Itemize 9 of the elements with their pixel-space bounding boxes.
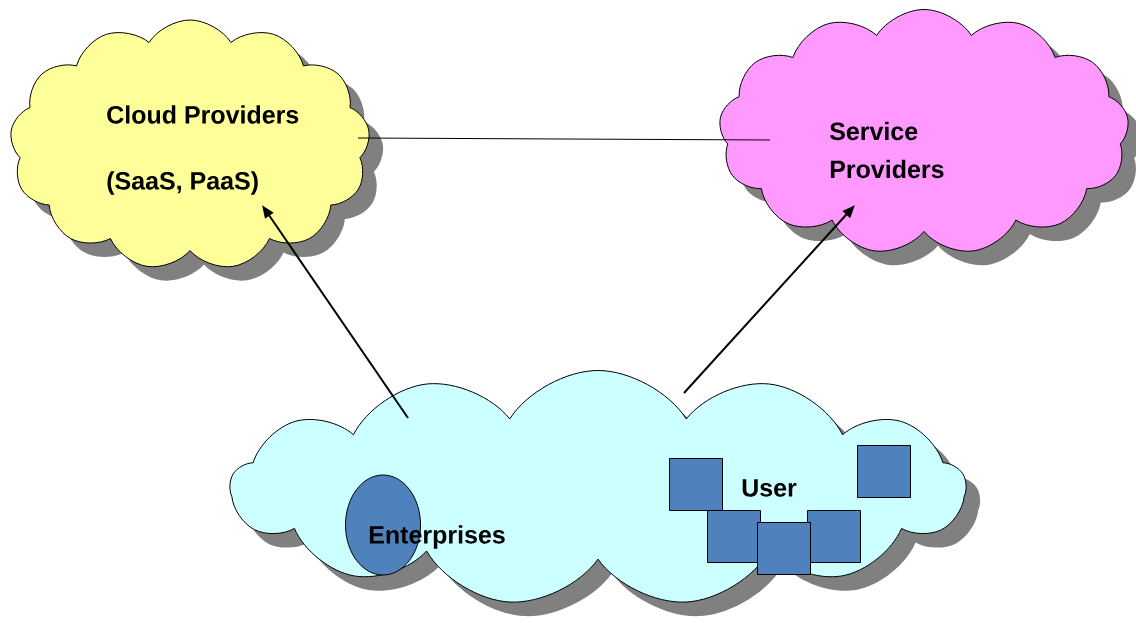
user-square (707, 510, 761, 563)
user-square (669, 458, 723, 511)
user-square (807, 510, 861, 563)
user-square (857, 445, 911, 498)
cloud: Cloud Providers (SaaS, PaaS) (10, 19, 384, 281)
connector-line (357, 137, 771, 141)
cloud: Service Providers (719, 9, 1136, 266)
user-label: User (742, 479, 797, 497)
user-square (757, 522, 811, 575)
